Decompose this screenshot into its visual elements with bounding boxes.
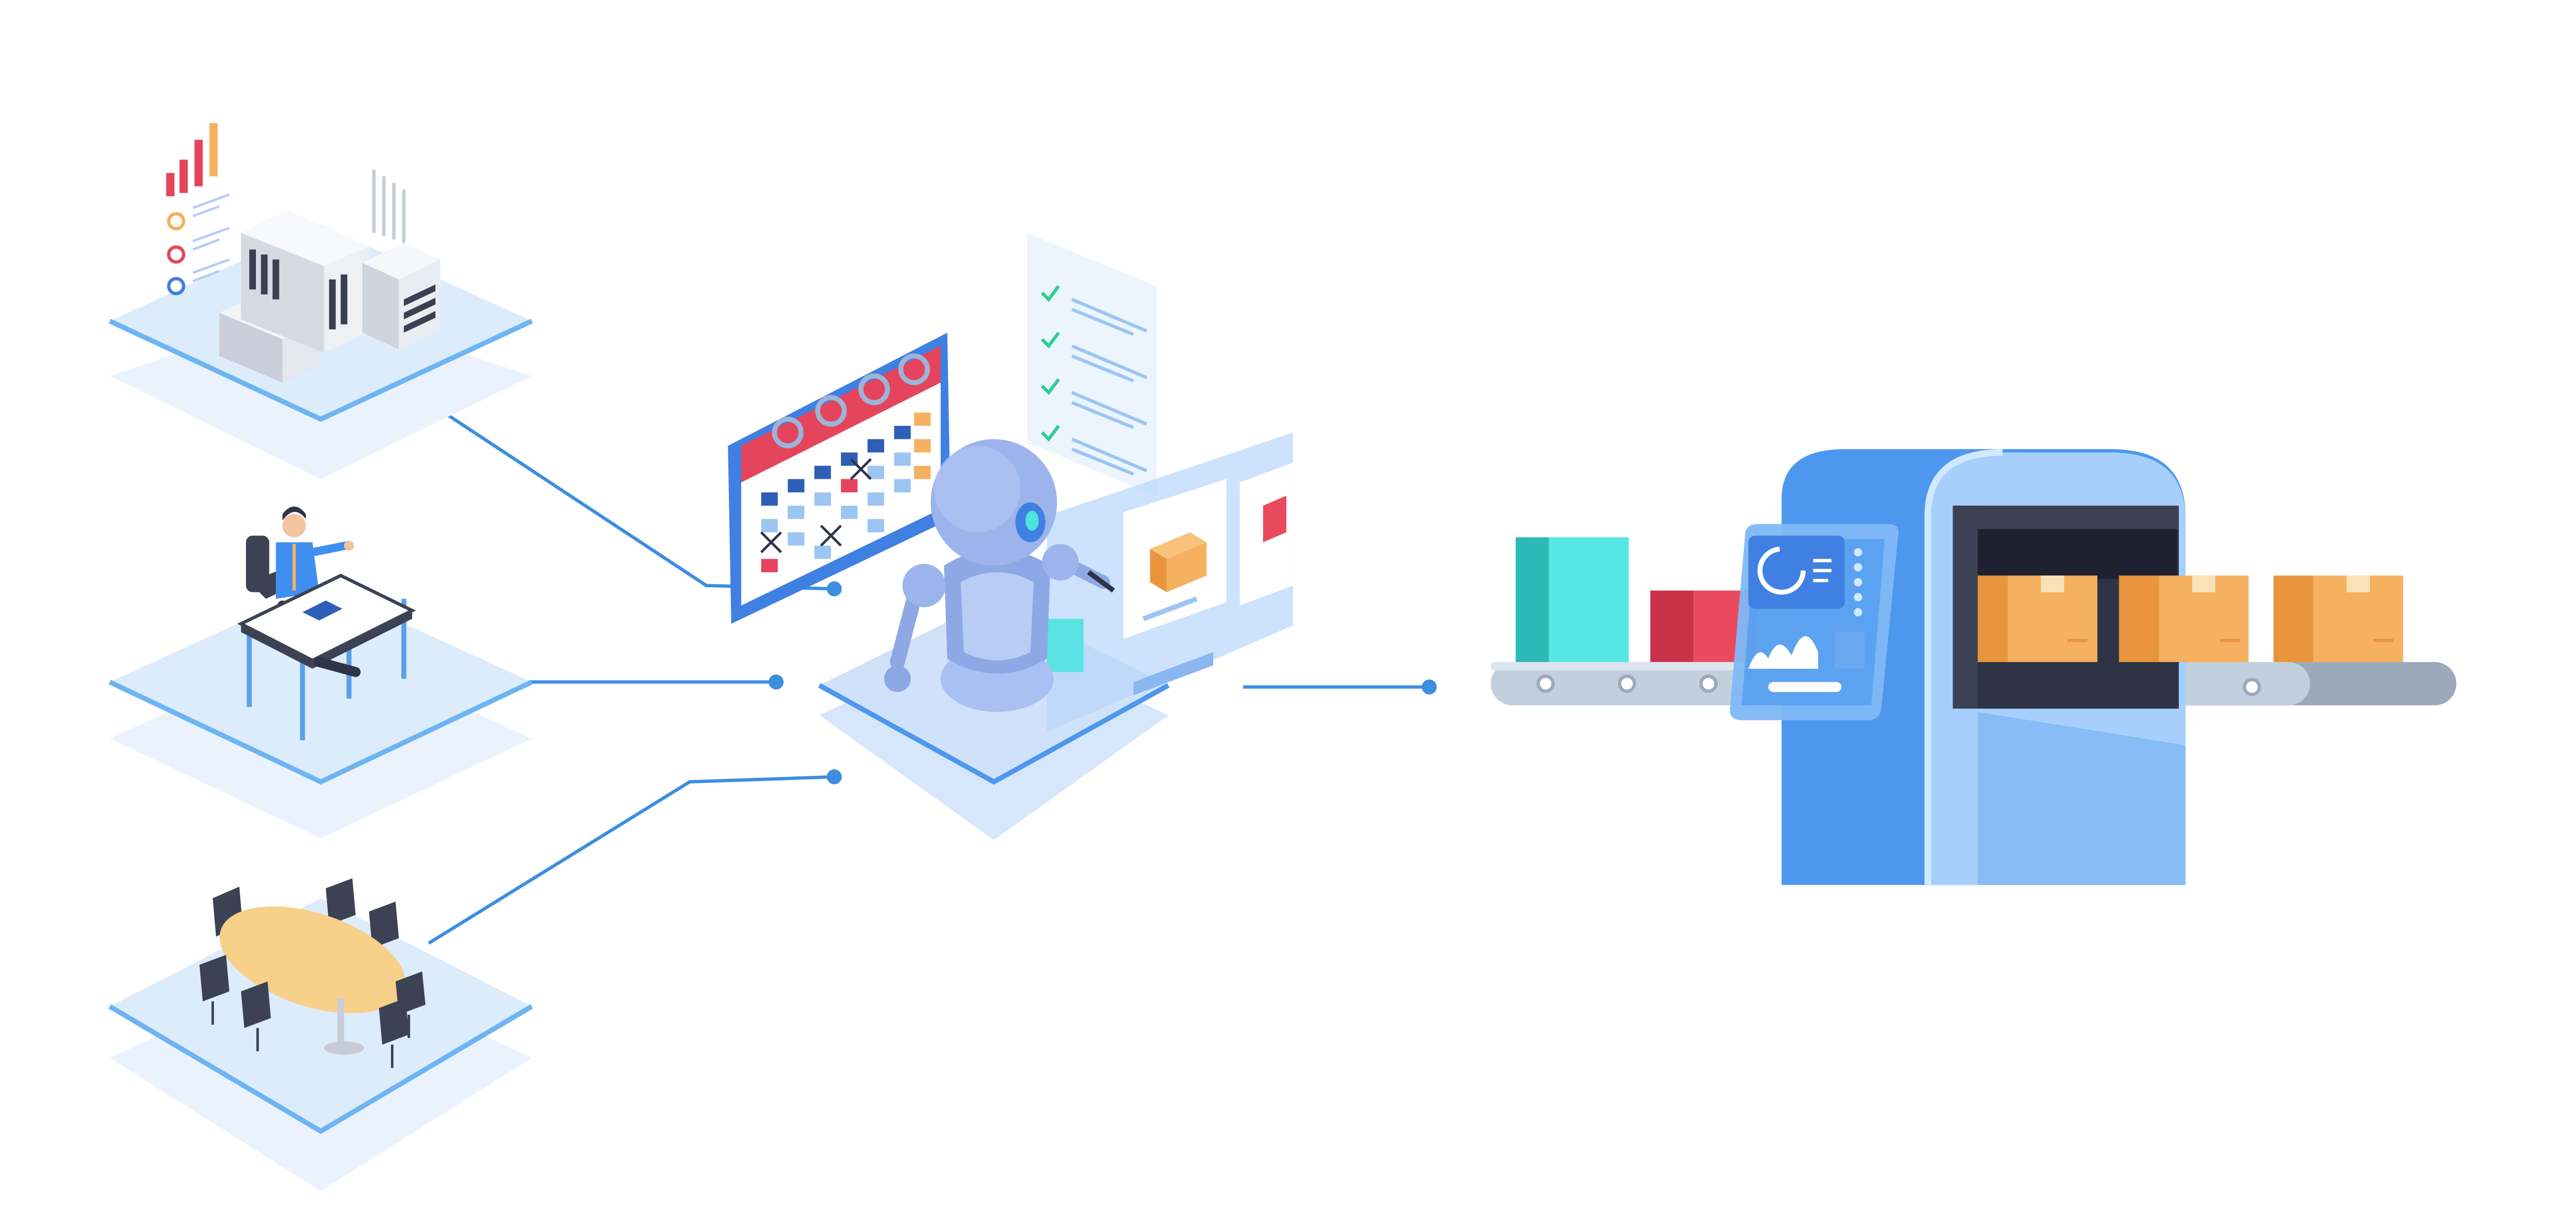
- platform-top: [110, 898, 532, 1132]
- connector-dot: [1421, 679, 1437, 695]
- desk-edge: [241, 624, 313, 669]
- desk-edge: [312, 610, 412, 669]
- checklist-bullet: [167, 212, 185, 231]
- panel-button: [1768, 682, 1842, 692]
- robot-teal-cube: [1047, 618, 1084, 672]
- robot-shoulder: [902, 563, 946, 608]
- meeting-chairs-back: [212, 878, 399, 948]
- platform-top: [110, 585, 532, 782]
- panel-wave-chart: [1748, 636, 1819, 669]
- platform-edge: [818, 683, 1170, 785]
- connector-dot: [826, 769, 842, 785]
- factory-platform: [109, 123, 533, 479]
- robot-hub: [728, 233, 1293, 840]
- box-icon: [2273, 575, 2404, 662]
- teal-cube: [1515, 537, 1629, 664]
- platform-edge: [109, 680, 533, 785]
- factory-icon: [219, 169, 441, 383]
- factory-roof: [241, 209, 369, 266]
- task-list-icon: [1027, 233, 1157, 496]
- platform-edge: [108, 1004, 533, 1134]
- platform-edge: [109, 318, 533, 422]
- person-hair: [282, 506, 306, 521]
- box-icon: [1150, 532, 1207, 593]
- person-body: [276, 542, 319, 599]
- office-platform: [109, 506, 533, 839]
- bar: [179, 159, 188, 193]
- meeting-chairs-front: [199, 954, 426, 1045]
- box-icon: [1977, 575, 2098, 662]
- connector-meeting: [428, 775, 835, 945]
- connector-dot: [768, 674, 784, 690]
- dashboard-panel-icon: [1730, 524, 1899, 721]
- tablet-icon: [302, 600, 343, 621]
- person-head: [282, 514, 306, 537]
- production-line: [1490, 449, 2457, 885]
- calendar-header: [741, 346, 941, 482]
- factory-roof: [362, 243, 441, 280]
- factory-windows: [249, 249, 348, 330]
- meeting-table-icon: [199, 878, 426, 1068]
- calendar-rings: [771, 353, 930, 449]
- meeting-platform: [108, 878, 533, 1191]
- bar-chart-icon: [166, 123, 218, 196]
- bar: [194, 140, 203, 186]
- checklist-bullet: [167, 245, 185, 264]
- office-worker-icon: [237, 506, 416, 741]
- calendar-page: [741, 382, 941, 606]
- calendar-icon: [728, 332, 951, 624]
- calendar-cells: [760, 412, 931, 572]
- connector-dots: [768, 581, 1437, 785]
- checklist-bullet: [167, 277, 185, 295]
- bar: [166, 173, 175, 196]
- checklist-icon: [167, 193, 230, 295]
- hologram-screens: [1047, 432, 1293, 732]
- factory-chimneys: [372, 169, 406, 243]
- robot-icon: [884, 439, 1115, 712]
- machine-shade: [1977, 712, 2186, 885]
- factory-wall: [219, 313, 283, 383]
- bar: [209, 123, 218, 177]
- factory-vents: [403, 284, 436, 333]
- factory-wall: [362, 263, 399, 349]
- connector-dot: [826, 581, 842, 597]
- robot-shoulder: [1042, 544, 1079, 581]
- box-icon: [2119, 575, 2249, 662]
